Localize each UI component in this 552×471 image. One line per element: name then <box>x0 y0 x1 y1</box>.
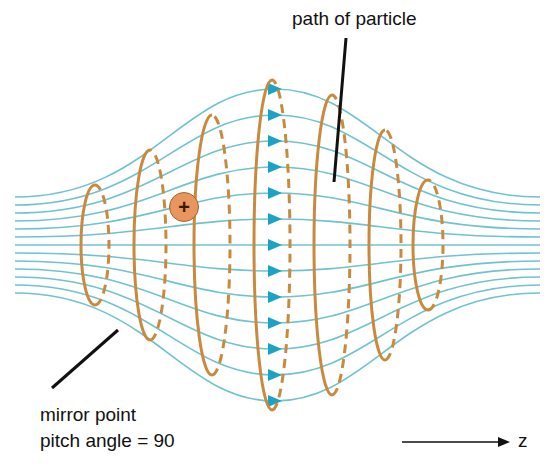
particle-path <box>81 80 443 410</box>
axis-arrow <box>402 441 498 443</box>
leader-line <box>52 330 118 388</box>
axis-arrowhead <box>498 437 510 447</box>
annotation-label: path of particle <box>292 8 417 30</box>
field-arrowheads <box>268 83 282 407</box>
charge-sign: + <box>178 197 190 217</box>
particle-circle: + <box>169 192 199 222</box>
annotation-label: pitch angle = 90 <box>40 430 175 452</box>
annotation-label: mirror point <box>40 404 136 426</box>
leader-line <box>334 38 346 182</box>
field-lines <box>15 89 540 401</box>
axis-label: z <box>518 430 528 452</box>
